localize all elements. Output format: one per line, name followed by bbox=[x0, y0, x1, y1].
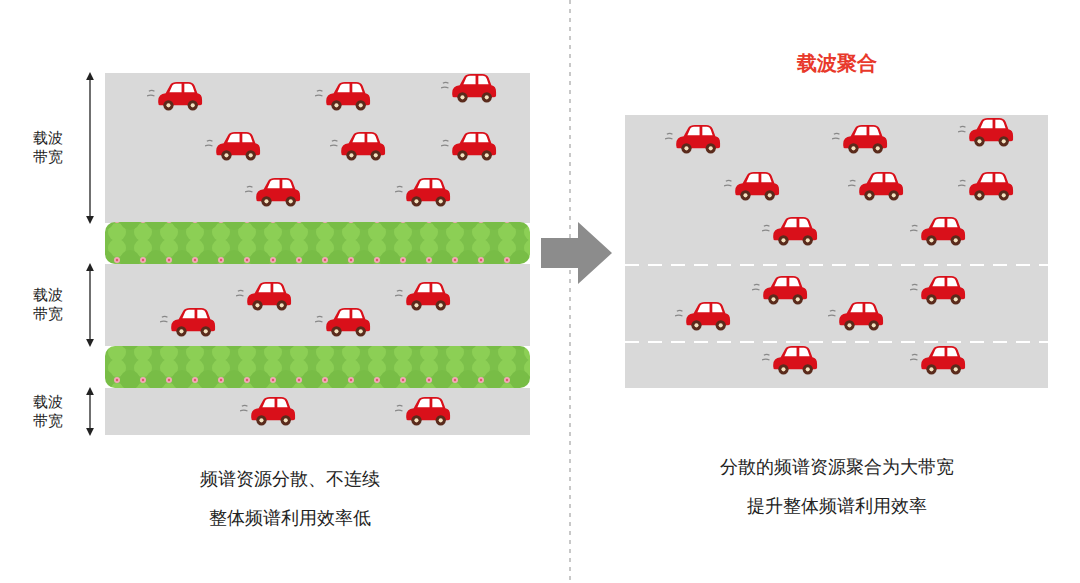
bandwidth-label: 载波带宽 bbox=[33, 286, 63, 324]
caption-line: 频谱资源分散、不连续 bbox=[200, 467, 380, 491]
aggregated-road: 载波聚合 bbox=[625, 115, 1048, 388]
bandwidth-label: 载波带宽 bbox=[33, 129, 63, 167]
carrier-band: 载波带宽 bbox=[105, 73, 530, 223]
bandwidth-label: 载波带宽 bbox=[33, 393, 63, 431]
caption-line: 提升整体频谱利用效率 bbox=[747, 494, 927, 518]
caption-line: 分散的频谱资源聚合为大带宽 bbox=[720, 455, 954, 479]
carrier-band: 载波带宽 bbox=[105, 264, 530, 346]
caption-line: 整体频谱利用效率低 bbox=[209, 506, 371, 530]
panel-title: 载波聚合 bbox=[797, 50, 877, 77]
carrier-band: 载波带宽 bbox=[105, 388, 530, 435]
